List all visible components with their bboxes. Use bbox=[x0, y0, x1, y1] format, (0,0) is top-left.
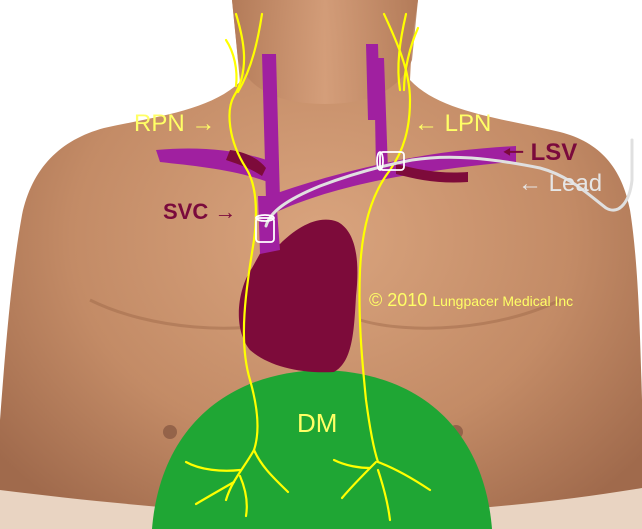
label-lpn: ← LPN bbox=[414, 112, 491, 136]
label-dm: DM bbox=[297, 410, 337, 436]
copyright-owner: Lungpacer Medical Inc bbox=[432, 293, 573, 309]
copyright-notice: © 2010 Lungpacer Medical Inc bbox=[369, 291, 573, 309]
copyright-year: © 2010 bbox=[369, 290, 432, 310]
label-svc: SVC → bbox=[163, 201, 236, 223]
label-lead: ← Lead bbox=[518, 172, 602, 196]
label-rpn: RPN → bbox=[134, 112, 215, 136]
label-lsv: 🠐 LSV bbox=[503, 141, 577, 165]
